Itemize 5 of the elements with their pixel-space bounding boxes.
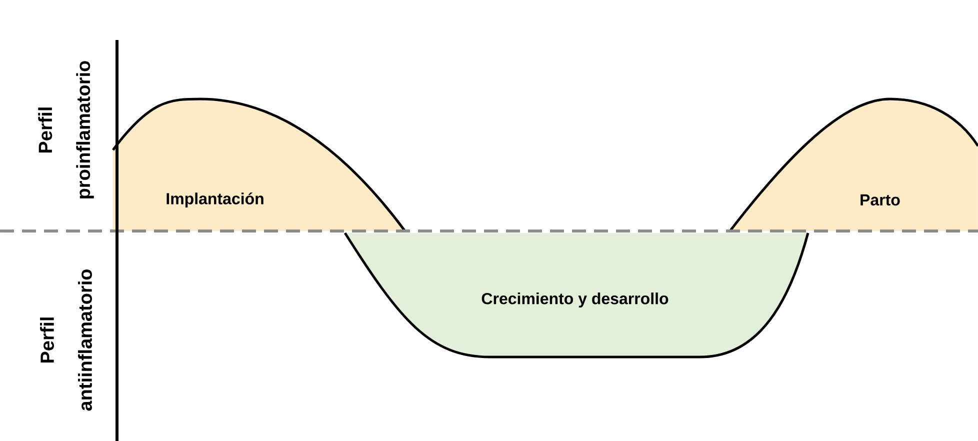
curve-area: Implantación [112, 98, 406, 232]
curve-area: Parto [729, 98, 978, 232]
axis-label: Perfil antiinflamatorio [40, 269, 92, 411]
axis-label: Perfil proinflamatorio [38, 61, 94, 198]
curve-area: Crecimiento y desarrollo [344, 232, 810, 358]
